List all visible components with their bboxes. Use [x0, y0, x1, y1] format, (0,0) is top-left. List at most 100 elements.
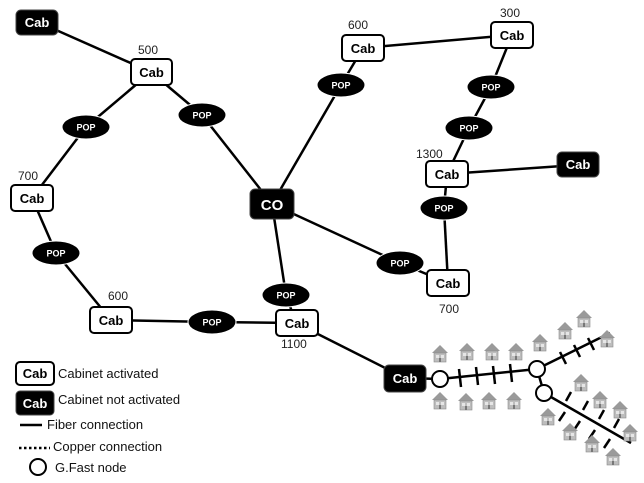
cabinet-active-600-top: Cab	[341, 34, 385, 62]
link-co-pop-top	[270, 84, 343, 205]
cabinet-inactive-bottom: Cab	[383, 364, 427, 393]
legend-activated-label: Cabinet activated	[58, 366, 158, 381]
cabinet-active-700-right: Cab	[426, 269, 470, 297]
svg-text:Cab: Cab	[500, 28, 525, 43]
distance-700-left: 700	[18, 169, 38, 183]
pop-node: POP	[316, 72, 366, 98]
svg-text:Cab: Cab	[99, 313, 124, 328]
copper-tick	[457, 368, 463, 388]
pop-node: POP	[31, 240, 81, 266]
svg-text:Cab: Cab	[435, 167, 460, 182]
distance-300: 300	[500, 6, 520, 20]
legend: Cab Cabinet activated Cab Cabinet not ac…	[15, 361, 180, 476]
svg-text:POP: POP	[276, 291, 295, 301]
distance-1300: 1300	[416, 147, 443, 161]
cabinet-active-600-bottom: Cab	[89, 306, 133, 334]
distance-labels: 500 600 300 700 1300 600 1100 700	[18, 6, 520, 351]
legend-copper: Copper connection	[19, 439, 162, 454]
link-gfast3-branch-se	[543, 391, 632, 445]
house-icon	[505, 391, 523, 410]
distance-600-bottom: 600	[108, 289, 128, 303]
cabinet-active-500: Cab	[130, 58, 173, 86]
legend-not-activated: Cab Cabinet not activated	[15, 390, 180, 416]
svg-text:CO: CO	[261, 197, 284, 214]
svg-text:Cab: Cab	[351, 41, 376, 56]
cabinet-active-1100: Cab	[275, 309, 319, 337]
link-cab600top-cab300	[362, 33, 513, 50]
svg-text:POP: POP	[46, 249, 65, 259]
legend-copper-label: Copper connection	[53, 439, 162, 454]
house-icon	[604, 447, 622, 466]
copper-tick	[508, 363, 514, 383]
cabinet-active-300: Cab	[490, 21, 534, 49]
svg-text:POP: POP	[434, 204, 453, 214]
circle-node-icon	[431, 370, 449, 388]
svg-text:Cab: Cab	[20, 191, 45, 206]
cabinet-active-1300: Cab	[425, 160, 469, 188]
distance-700-right: 700	[439, 302, 459, 316]
svg-text:Cab: Cab	[23, 366, 48, 381]
copper-tick	[572, 344, 582, 358]
copper-tick	[581, 400, 590, 411]
house-icon	[457, 392, 475, 411]
house-icon	[480, 391, 498, 410]
copper-tick	[491, 365, 497, 385]
pop-node: POP	[419, 195, 469, 221]
distance-1100: 1100	[281, 337, 307, 351]
house-icon	[556, 321, 574, 340]
house-icon	[458, 342, 476, 361]
svg-text:POP: POP	[481, 83, 500, 93]
copper-tick	[564, 391, 573, 402]
house-icon	[598, 329, 616, 348]
house-icon	[483, 342, 501, 361]
central-office: CO	[249, 188, 295, 220]
pop-node: POP	[375, 250, 425, 276]
pop-node: POP	[466, 74, 516, 100]
house-icon	[611, 400, 629, 419]
svg-text:Cab: Cab	[436, 276, 461, 291]
svg-text:POP: POP	[331, 81, 350, 91]
pop-node: POP	[177, 102, 227, 128]
svg-text:Cab: Cab	[23, 396, 48, 411]
circle-node-icon	[528, 360, 546, 378]
pop-node: POP	[444, 115, 494, 141]
house-icon	[507, 342, 525, 361]
svg-text:POP: POP	[192, 111, 211, 121]
copper-tick	[474, 366, 480, 386]
svg-text:Cab: Cab	[393, 371, 418, 386]
pop-node: POP	[61, 114, 111, 140]
copper-tick	[602, 438, 612, 449]
house-icon	[431, 391, 449, 410]
copper-tick	[612, 418, 621, 429]
cabinet-active-700-left: Cab	[10, 184, 54, 212]
copper-tick	[597, 409, 606, 420]
copper-tick	[557, 411, 567, 422]
house-icon	[539, 407, 557, 426]
house-icon	[431, 344, 449, 363]
svg-text:POP: POP	[390, 259, 409, 269]
house-icon	[583, 434, 601, 453]
circle-node-icon	[29, 458, 47, 476]
pop-nodes: POP POP POP POP POP POP POP POP	[31, 72, 516, 335]
pop-node: POP	[187, 309, 237, 335]
svg-text:Cab: Cab	[285, 316, 310, 331]
svg-text:Cab: Cab	[139, 65, 164, 80]
legend-fiber-label: Fiber connection	[47, 417, 143, 432]
svg-text:POP: POP	[76, 123, 95, 133]
pop-node: POP	[261, 282, 311, 308]
cabinet-inactive-topleft: Cab	[15, 9, 59, 36]
copper-tick	[558, 351, 568, 365]
link-gfast2-branch-ne	[536, 331, 611, 371]
house-icon	[575, 309, 593, 328]
legend-activated: Cab Cabinet activated	[15, 361, 158, 386]
legend-not-activated-label: Cabinet not activated	[58, 392, 180, 407]
cabinets: Cab Cab Cab CO Cab Cab Cab	[10, 9, 600, 393]
copper-tick	[586, 337, 596, 351]
house-icon	[621, 423, 639, 442]
legend-fiber: Fiber connection	[20, 417, 143, 432]
distance-500: 500	[138, 43, 158, 57]
legend-gfast: G.Fast node	[29, 458, 127, 476]
legend-gfast-label: G.Fast node	[55, 460, 127, 475]
circle-node-icon	[535, 384, 553, 402]
link-gfast1-gfast2	[439, 367, 538, 381]
